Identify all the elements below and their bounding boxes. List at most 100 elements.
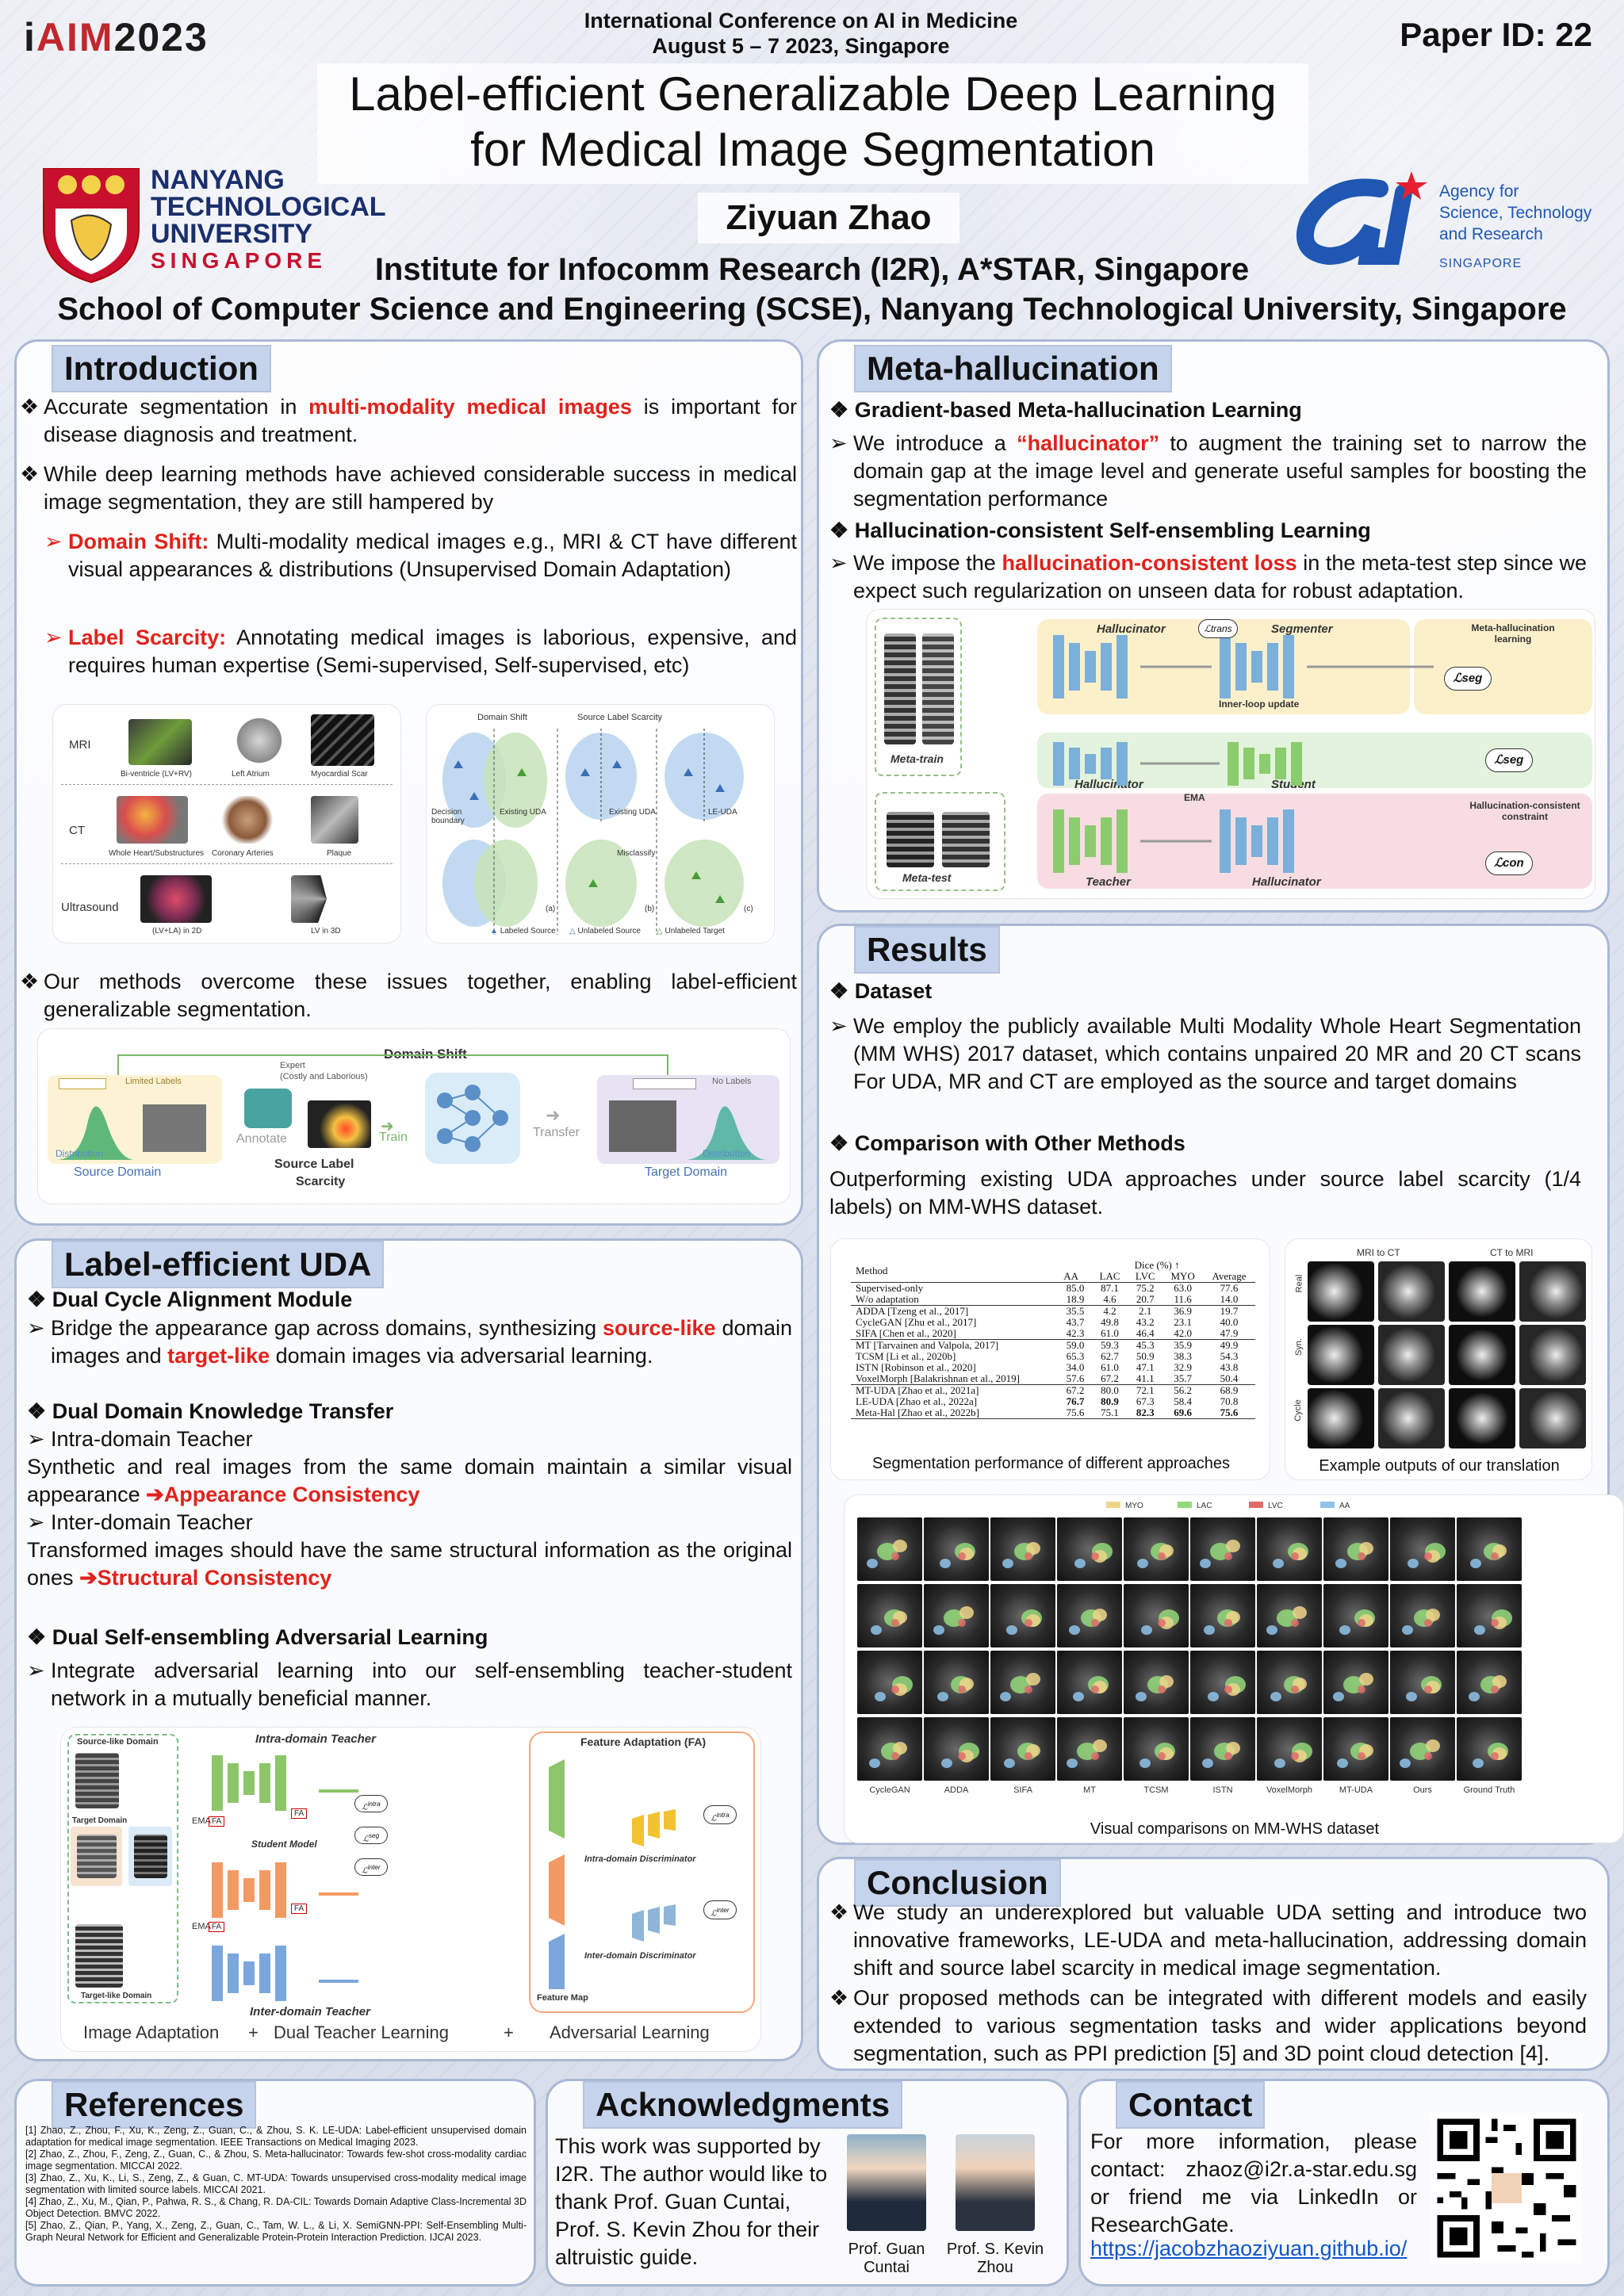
segmentation-overlay [1423,1752,1432,1760]
results-bullet-1: ➢We employ the publicly available Multi … [829,1014,1581,1093]
segmentation-overlay [1357,1619,1365,1627]
translation-image [1378,1261,1445,1322]
segmentation-overlay [1208,1692,1220,1701]
label-decision-boundary: Decision boundary [431,808,465,825]
segmentation-overlay [1090,1686,1099,1693]
translation-image [1308,1325,1374,1385]
table-cell-value: 61.0 [1101,1327,1119,1339]
header-domain-shift: Domain Shift [477,713,527,722]
segmentation-overlay [1074,1559,1086,1568]
loss-intra-con: ℒintra [354,1795,388,1812]
segmentation-overlay [1200,1559,1212,1568]
method-label: SIFA [1013,1785,1032,1795]
diamond-bullet-icon: ❖ [829,1900,849,1924]
segmentation-overlay [1159,1675,1174,1689]
segmentation-overlay [1290,1752,1299,1760]
homepage-link[interactable]: https://jacobzhaoziyuan.github.io/ [1090,2237,1408,2260]
le-uda-para-2: Synthetic and real images from the same … [27,1455,792,1506]
caption-adversarial: Adversarial Learning [550,2022,710,2042]
table-cell-value: 34.0 [1066,1361,1085,1373]
segmentation-overlay [1157,1686,1166,1693]
conclusion-bullet-1: ❖We study an underexplored but valuable … [829,1900,1587,1980]
hallucinated-samples [922,633,954,744]
mri-scar-image [311,714,374,766]
table-cell-value: 76.7 [1066,1395,1085,1407]
segmentation-overlay [1224,1619,1232,1627]
segmentation-overlay [893,1540,908,1552]
table-header-method: Method [856,1265,888,1276]
segmentation-result-image [1257,1584,1322,1647]
table-bottom-rule [851,1418,1255,1419]
table-header-myo: MYO [1170,1270,1195,1282]
segmentation-result-image [1057,1517,1122,1581]
legend-item-lac: LAC [1178,1502,1212,1510]
translation-col-mri-ct: MRI to CT [1357,1247,1400,1258]
loss-seg-stu: ℒseg [354,1827,388,1844]
row-label-mri: MRI [69,738,91,752]
poster-title: Label-efficient Generalizable Deep Learn… [317,63,1308,184]
intro-domain-shift: ➢Domain Shift: Multi-modality medical im… [44,530,797,581]
mri-biventricle-image [128,719,192,765]
segmentation-overlay [1026,1673,1041,1686]
loss-seg-student: ℒseg [1485,748,1533,772]
fa-box-2: FA [209,1922,225,1932]
segmentation-result-image [924,1717,989,1781]
label-lv-la-2d: (LV+LA) in 2D [152,927,202,936]
feature-adaptation-box [529,1732,755,2013]
segmentation-overlay [1423,1686,1432,1693]
table-cell-value: 72.1 [1128,1384,1163,1396]
table-cell-value: 67.2 [1059,1384,1092,1396]
arrow-bullet-icon: ➢ [27,1316,45,1340]
target-like-label: Target-like Domain [81,1992,152,2000]
target-domain-label: Target Domain [645,1165,728,1179]
pipeline-domain-shift-label: Domain Shift [384,1047,467,1062]
translation-image [1519,1388,1586,1448]
feature-map-label: Feature Map [537,1993,588,2003]
label-myocardial-scar: Myocardial Scar [311,770,368,779]
loss-inter-con: ℒinter [354,1858,388,1876]
segmentation-overlay [1090,1752,1099,1760]
hallucinator-label-top: Hallucinator [1097,622,1166,636]
segmentation-result-image [1457,1717,1522,1781]
segmentation-result-image [1323,1584,1388,1647]
table-cell-value: 19.7 [1203,1305,1255,1317]
table-cell-value: 80.0 [1091,1384,1128,1396]
legend-swatch [1106,1502,1120,1508]
segmentation-overlay [1090,1619,1099,1627]
segmentation-overlay [1290,1619,1299,1627]
segmentation-overlay [1408,1559,1419,1568]
diamond-bullet-icon: ❖ [829,519,855,542]
annotated-image [308,1100,371,1148]
table-cell-value: 49.9 [1203,1339,1255,1351]
segmentation-result-image [1057,1651,1122,1714]
feature-adaptation-title: Feature Adaptation (FA) [580,1735,707,1748]
segmentation-overlay [891,1686,899,1693]
table-cell-value: 49.8 [1101,1316,1119,1328]
segmentation-result-image [1190,1717,1255,1781]
le-uda-framework-figure: Source-like Domain Target Domain Target-… [60,1727,761,2052]
qr-code-icon[interactable] [1431,2113,1582,2263]
mri-left-atrium-image [232,717,287,764]
segmentation-result-image [990,1584,1055,1647]
results-title: Results [854,926,1000,974]
table-cell-value: 67.2 [1101,1372,1119,1384]
segmentation-result-image [1390,1717,1455,1781]
segmentation-overlay [957,1619,966,1627]
guan-cuntai-photo [847,2134,926,2231]
segmentation-overlay [1204,1625,1216,1635]
table-cell-method: CycleGAN [Zhu et al., 2017] [856,1316,977,1328]
legend-swatch [1178,1502,1192,1508]
segmentation-result-image [924,1651,989,1714]
table-cell-value: 38.3 [1174,1350,1193,1362]
table-header-lac: LAC [1099,1270,1120,1282]
segmentation-overlay [1157,1752,1166,1760]
translation-image [1519,1261,1586,1322]
domain-shift-diagram [442,729,744,935]
results-heading-2: ❖ Comparison with Other Methods [829,1131,1185,1155]
segmentation-overlay [957,1686,966,1693]
